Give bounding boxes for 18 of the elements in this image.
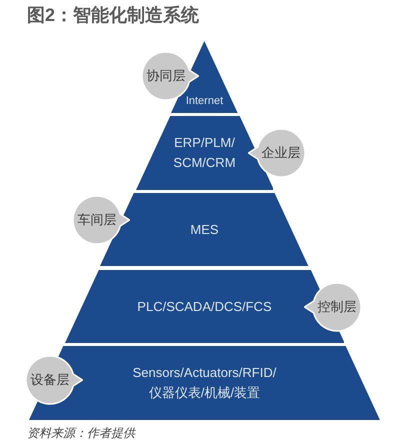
pyramid-tier	[171, 41, 238, 113]
tier-label: Sensors/Actuators/RFID/ 仪器仪表/机械/装置	[132, 364, 278, 402]
source-note: 资料来源：作者提供	[27, 425, 135, 441]
speech-bubble	[248, 128, 306, 178]
layer-name: 协同层	[146, 68, 186, 84]
pyramid-tier	[136, 116, 274, 190]
layer-name: 企业层	[262, 145, 300, 161]
layer-name: 车间层	[78, 212, 116, 228]
layer-name: 控制层	[318, 299, 356, 315]
pyramid-tier	[64, 270, 344, 343]
tier-label: MES	[190, 220, 219, 238]
figure-title: 图2：智能化制造系统	[27, 4, 200, 27]
tier-label: PLC/SCADA/DCS/FCS	[137, 298, 272, 316]
tier-label: ERP/PLM/ SCM/CRM	[172, 134, 237, 172]
pyramid-tier	[29, 346, 380, 420]
tier-label: Internet	[186, 94, 224, 108]
layer-name: 设备层	[30, 372, 70, 388]
speech-bubble	[304, 282, 362, 332]
